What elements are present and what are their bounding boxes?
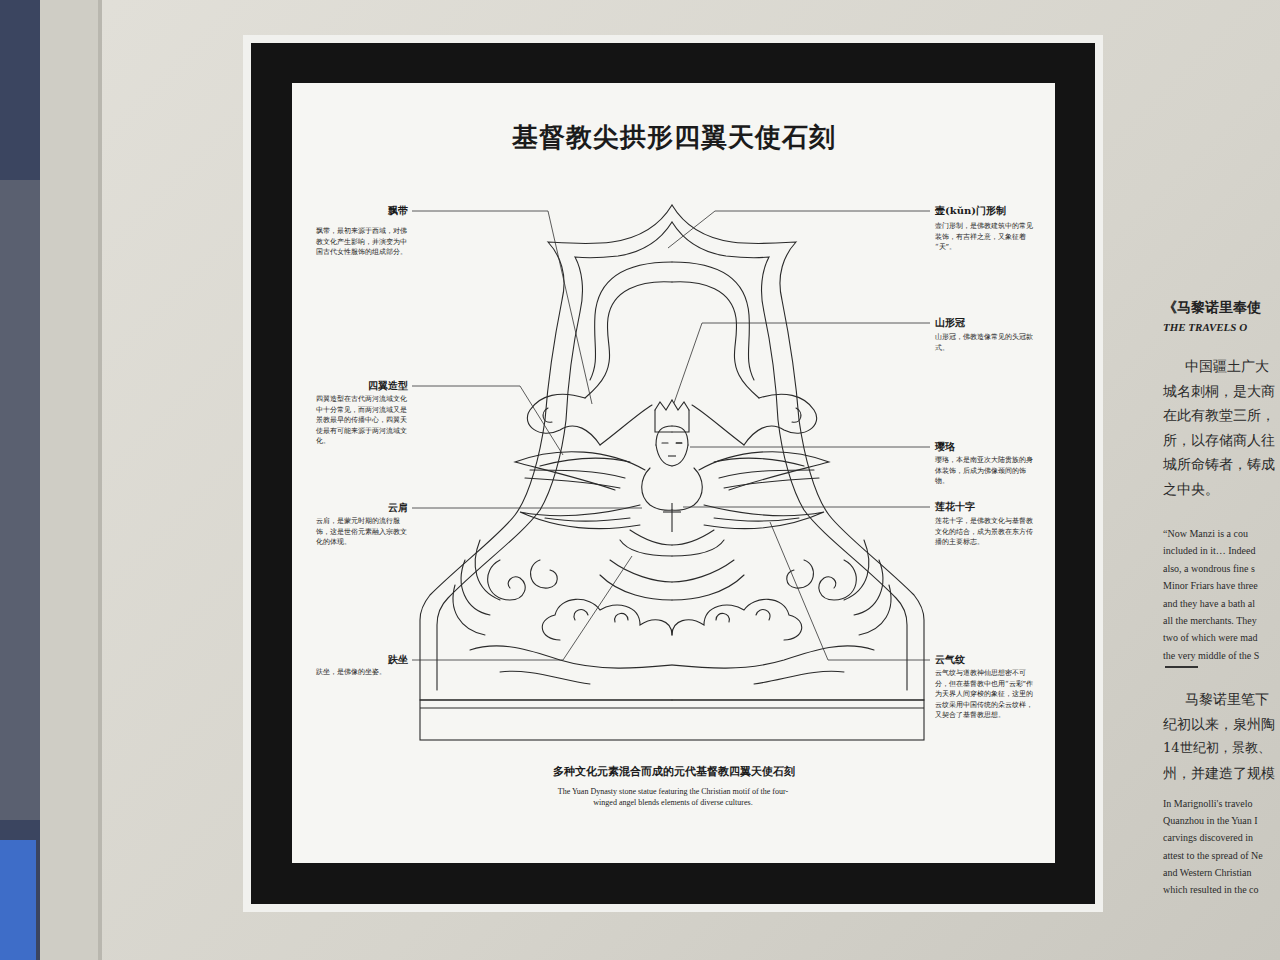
board-inner xyxy=(292,83,1055,863)
wall-text-line: 在此有教堂三所， xyxy=(1163,406,1275,424)
wall-text-line: 所，以存储商人往 xyxy=(1163,431,1275,449)
wall-text-line: and Western Christian xyxy=(1163,866,1251,879)
callout-body: 云气纹与道教神仙思想密不可分，但在基督教中也用“云彩”作为天界人间穿梭的象征，这… xyxy=(935,668,1035,721)
wall-text-line: also, a wondrous fine s xyxy=(1163,562,1255,575)
panel-title: 基督教尖拱形四翼天使石刻 xyxy=(292,120,1055,154)
leader-lines xyxy=(412,211,930,660)
wall-text-line: 中国疆土广大 xyxy=(1185,357,1269,375)
wall-text-line: 城名刺桐，是大商 xyxy=(1163,382,1275,400)
wall-text-line: the very middle of the S xyxy=(1163,649,1259,662)
wall-text-line: and they have a bath al xyxy=(1163,597,1255,610)
board-frame xyxy=(251,43,1095,904)
callout-heading: 云气纹 xyxy=(935,653,965,667)
wall-text-line: 马黎诺里笔下 xyxy=(1185,690,1269,708)
blue-panel xyxy=(0,840,36,960)
wall-text-line: two of which were mad xyxy=(1163,631,1257,644)
caption-english: The Yuan Dynasty stone statue featuring … xyxy=(553,786,793,808)
wall-text-line: 纪初以来，泉州陶 xyxy=(1163,715,1275,733)
wall-text-line: attest to the spread of Ne xyxy=(1163,849,1263,862)
callout-heading: 璎珞 xyxy=(935,440,955,454)
wall-text-line: 城所命铸者，铸成 xyxy=(1163,455,1275,473)
callout-body: 璎珞，本是南亚次大陆贵族的身体装饰，后成为佛像颈间的饰物。 xyxy=(935,455,1035,487)
wall-text-line: Quanzhou in the Yuan I xyxy=(1163,814,1258,827)
wall-edge xyxy=(0,0,100,960)
callout-body: 山形冠，佛教造像常见的头冠款式。 xyxy=(935,332,1035,353)
wall-text-line: 之中央。 xyxy=(1163,480,1219,498)
panel-heading-fragment: THE TRAVELS O xyxy=(1163,320,1247,334)
wall-text-line: included in it… Indeed xyxy=(1163,544,1255,557)
callout-heading: 四翼造型 xyxy=(300,379,408,393)
display-case xyxy=(0,0,40,960)
wall-text-line: all the merchants. They xyxy=(1163,614,1257,627)
wall-text-line: 14世纪初，景教、 xyxy=(1163,739,1271,757)
wall-text-line: “Now Manzi is a cou xyxy=(1163,527,1248,540)
panel-heading-fragment: 《马黎诺里奉使 xyxy=(1163,298,1261,316)
callout-body: 莲花十字，是佛教文化与基督教文化的结合，成为景教在东方传播的主要标志。 xyxy=(935,516,1035,548)
callout-heading: 趺坐 xyxy=(300,653,408,667)
wall-corner xyxy=(98,0,102,960)
callout-body: 趺坐，是佛像的坐姿。 xyxy=(316,667,411,678)
angel-carving-half xyxy=(420,205,672,700)
callout-body: 飘带，最初来源于西域，对佛教文化产生影响，并演变为中国古代女性服饰的组成部分。 xyxy=(316,226,411,258)
callout-heading: 云肩 xyxy=(300,501,408,515)
display-case-glass xyxy=(0,180,40,820)
angel-carving-mirror xyxy=(672,205,924,700)
callout-body: 云肩，是蒙元时期的流行服饰，这是世俗元素融入宗教文化的体现。 xyxy=(316,516,411,548)
wall-text-line: which resulted in the co xyxy=(1163,883,1259,896)
wall-text-line: 州，并建造了规模 xyxy=(1163,764,1275,782)
board-mat xyxy=(243,35,1103,912)
wall-text-line: carvings discovered in xyxy=(1163,831,1253,844)
carving-details xyxy=(420,443,924,740)
callout-heading: 壸(kǔn)门形制 xyxy=(935,204,1006,218)
figure-caption: 多种文化元素混合而成的元代基督教四翼天使石刻 xyxy=(292,764,1055,780)
wall-text-line: Minor Friars have three xyxy=(1163,579,1258,592)
callout-body: 四翼造型在古代两河流域文化中十分常见，而两河流域又是景教最早的传播中心，四翼天使… xyxy=(316,394,411,447)
callout-heading: 飘带 xyxy=(300,204,408,218)
callout-body: 壸门形制，是佛教建筑中的常见装饰，有吉祥之意，又象征着“天”。 xyxy=(935,221,1035,253)
wall-text-line: In Marignolli's travelo xyxy=(1163,797,1253,810)
separator-dash xyxy=(1165,666,1198,668)
callout-heading: 山形冠 xyxy=(935,316,965,330)
callout-heading: 莲花十字 xyxy=(935,500,975,514)
